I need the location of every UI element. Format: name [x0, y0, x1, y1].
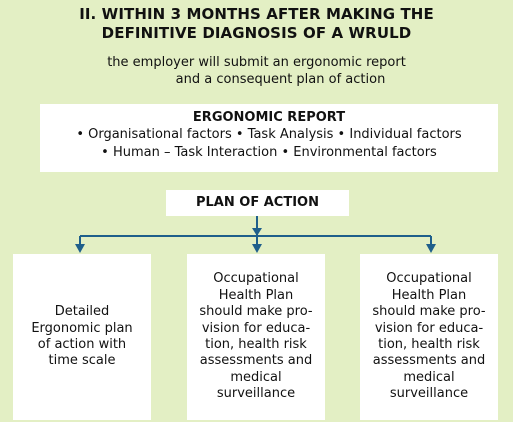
diagram-title: II. WITHIN 3 MONTHS AFTER MAKING THE DEF…	[0, 5, 513, 43]
arrowhead-stem	[252, 228, 262, 236]
outcome-line: tion, health risk	[378, 337, 480, 352]
outcome-line: should make pro-	[199, 304, 313, 320]
outcome-line: vision for educa-	[374, 320, 484, 336]
outcome-line: assessments and	[372, 353, 486, 369]
ergonomic-report-box: ERGONOMIC REPORT • Organisational factor…	[40, 104, 498, 172]
ergonomic-report-factors-line-2: • Human – Task Interaction • Environment…	[101, 145, 437, 160]
ergonomic-report-heading: ERGONOMIC REPORT	[192, 110, 346, 125]
outcome-box-ergonomic-plan: Detailed Ergonomic plan of action with t…	[13, 254, 151, 420]
outcome-text: Detailed Ergonomic plan of action with t…	[31, 304, 132, 370]
outcome-line: medical	[230, 369, 282, 385]
subtitle-line-1: the employer will submit an ergonomic re…	[107, 55, 406, 70]
subtitle-line-2: and a consequent plan of action	[175, 72, 386, 87]
outcome-box-occupational-health-plan-1: Occupational Health Plan should make pro…	[187, 254, 325, 420]
title-line-2: DEFINITIVE DIAGNOSIS OF A WRULD	[101, 24, 412, 42]
outcome-line: medical	[403, 369, 455, 385]
title-line-1: II. WITHIN 3 MONTHS AFTER MAKING THE	[79, 5, 434, 23]
outcome-line: tion, health risk	[205, 337, 307, 352]
outcome-line: surveillance	[389, 386, 469, 402]
outcome-line: time scale	[48, 353, 116, 369]
arrowhead-middle	[252, 244, 262, 253]
outcome-line: surveillance	[216, 386, 296, 402]
outcome-text: Occupational Health Plan should make pro…	[199, 271, 312, 402]
outcome-line: Ergonomic plan	[31, 320, 133, 336]
plan-of-action-box: PLAN OF ACTION	[166, 190, 349, 216]
outcome-box-occupational-health-plan-2: Occupational Health Plan should make pro…	[360, 254, 498, 420]
outcome-line: Detailed	[54, 304, 110, 320]
outcome-line: Health Plan	[391, 287, 467, 303]
outcome-line: should make pro-	[372, 304, 486, 320]
outcome-line: Health Plan	[218, 287, 294, 303]
outcome-line: Occupational	[213, 271, 299, 287]
arrowhead-right	[426, 244, 436, 253]
diagram-subtitle: the employer will submit an ergonomic re…	[0, 54, 513, 88]
outcome-line: Occupational	[386, 271, 472, 287]
outcome-text: Occupational Health Plan should make pro…	[372, 271, 485, 402]
arrowhead-left	[75, 244, 85, 253]
outcome-line: vision for educa-	[201, 320, 311, 336]
outcome-line: assessments and	[199, 353, 313, 369]
ergonomic-report-factors-line-1: • Organisational factors • Task Analysis…	[76, 127, 462, 142]
outcome-line: of action with	[37, 337, 127, 352]
